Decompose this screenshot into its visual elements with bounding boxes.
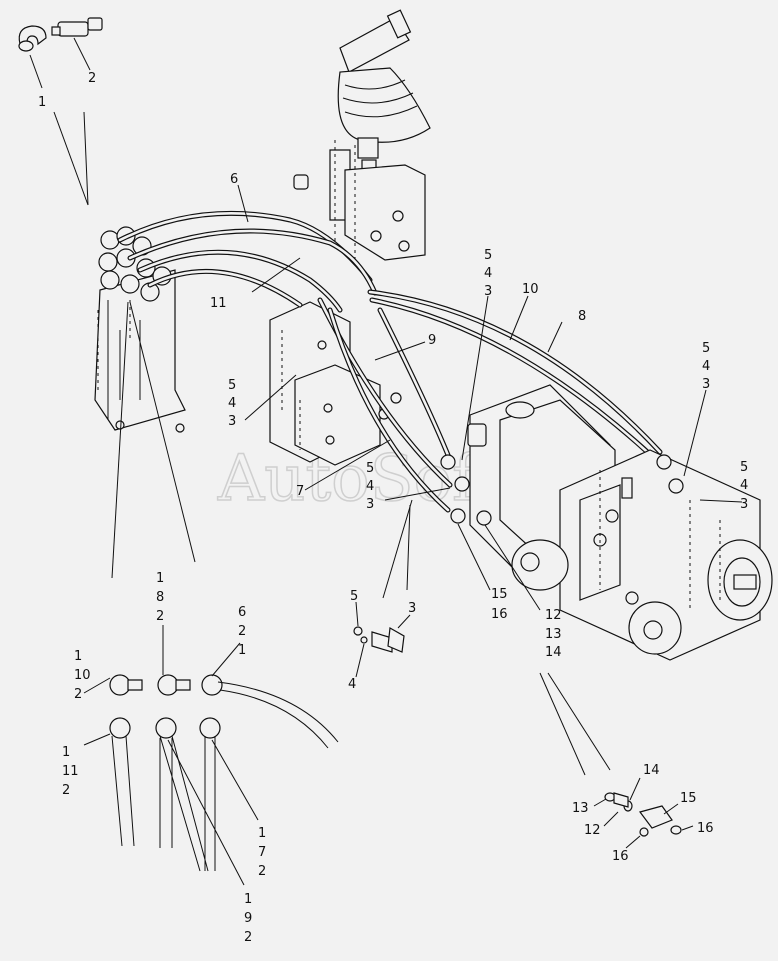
callout-15: 15 [491,587,508,602]
callout-mid-4: 4 [366,479,374,494]
callout-7: 7 [296,484,304,499]
callout-9: 9 [428,333,436,348]
callout-top-5: 5 [484,248,492,263]
callout-right-5: 5 [702,341,710,356]
callout-far-3: 3 [740,497,748,512]
callout-181-8: 8 [156,590,164,605]
callout-172-1: 1 [258,826,266,841]
callout-192-1: 1 [244,892,252,907]
callout-labels: 1 2 6 11 10 8 9 7 5 4 3 5 4 3 5 4 3 5 4 … [38,71,748,945]
callout-far-4: 4 [740,478,748,493]
callout-tee-16a: 16 [697,821,714,836]
callout-tee-13: 13 [572,801,589,816]
callout-tee-15: 15 [680,791,697,806]
callout-1102-2: 2 [74,687,82,702]
callout-1102-1: 1 [74,649,82,664]
callout-top-4: 4 [484,266,492,281]
callout-detail-3: 3 [408,601,416,616]
callout-12: 12 [545,608,562,623]
callout-621-6: 6 [238,605,246,620]
callout-192-2: 2 [244,930,252,945]
callout-621-1: 1 [238,643,246,658]
callout-tee-16b: 16 [612,849,629,864]
callout-right-4: 4 [702,359,710,374]
callout-181-2: 2 [156,609,164,624]
callout-1112-2: 2 [62,783,70,798]
callout-1102-10: 10 [74,668,91,683]
callout-mid-3: 3 [366,497,374,512]
callout-6: 6 [230,172,238,187]
callout-14: 14 [545,645,562,660]
detail-hose-ends [83,625,339,886]
callout-tee-14: 14 [643,763,660,778]
callout-621-2: 2 [238,624,246,639]
callout-1112-11: 11 [62,764,79,779]
callout-172-2: 2 [258,864,266,879]
callout-2: 2 [88,71,96,86]
callout-1: 1 [38,95,46,110]
callout-11: 11 [210,296,227,311]
detail-fitting [353,601,411,678]
callout-181-1: 1 [156,571,164,586]
control-lever [293,9,431,261]
callout-tee-12: 12 [584,823,601,838]
callout-far-5: 5 [740,460,748,475]
callout-left-3: 3 [228,414,236,429]
leader-lines [111,184,743,776]
callout-left-4: 4 [228,396,236,411]
left-bracket [94,269,186,433]
callout-13: 13 [545,627,562,642]
callout-detail-4: 4 [348,677,356,692]
callout-192-9: 9 [244,911,252,926]
detail-tee-fitting [593,777,694,849]
clip-part-1 [18,25,47,52]
fitting-part-2 [51,17,103,37]
callout-1112-1: 1 [62,745,70,760]
callout-detail-5: 5 [350,589,358,604]
callout-172-7: 7 [258,845,266,860]
callout-left-5: 5 [228,378,236,393]
hoses [117,210,675,513]
callout-16: 16 [491,607,508,622]
callout-10: 10 [522,282,539,297]
callout-right-3: 3 [702,377,710,392]
callout-top-3: 3 [484,284,492,299]
callout-mid-5: 5 [366,461,374,476]
callout-8: 8 [578,309,586,324]
